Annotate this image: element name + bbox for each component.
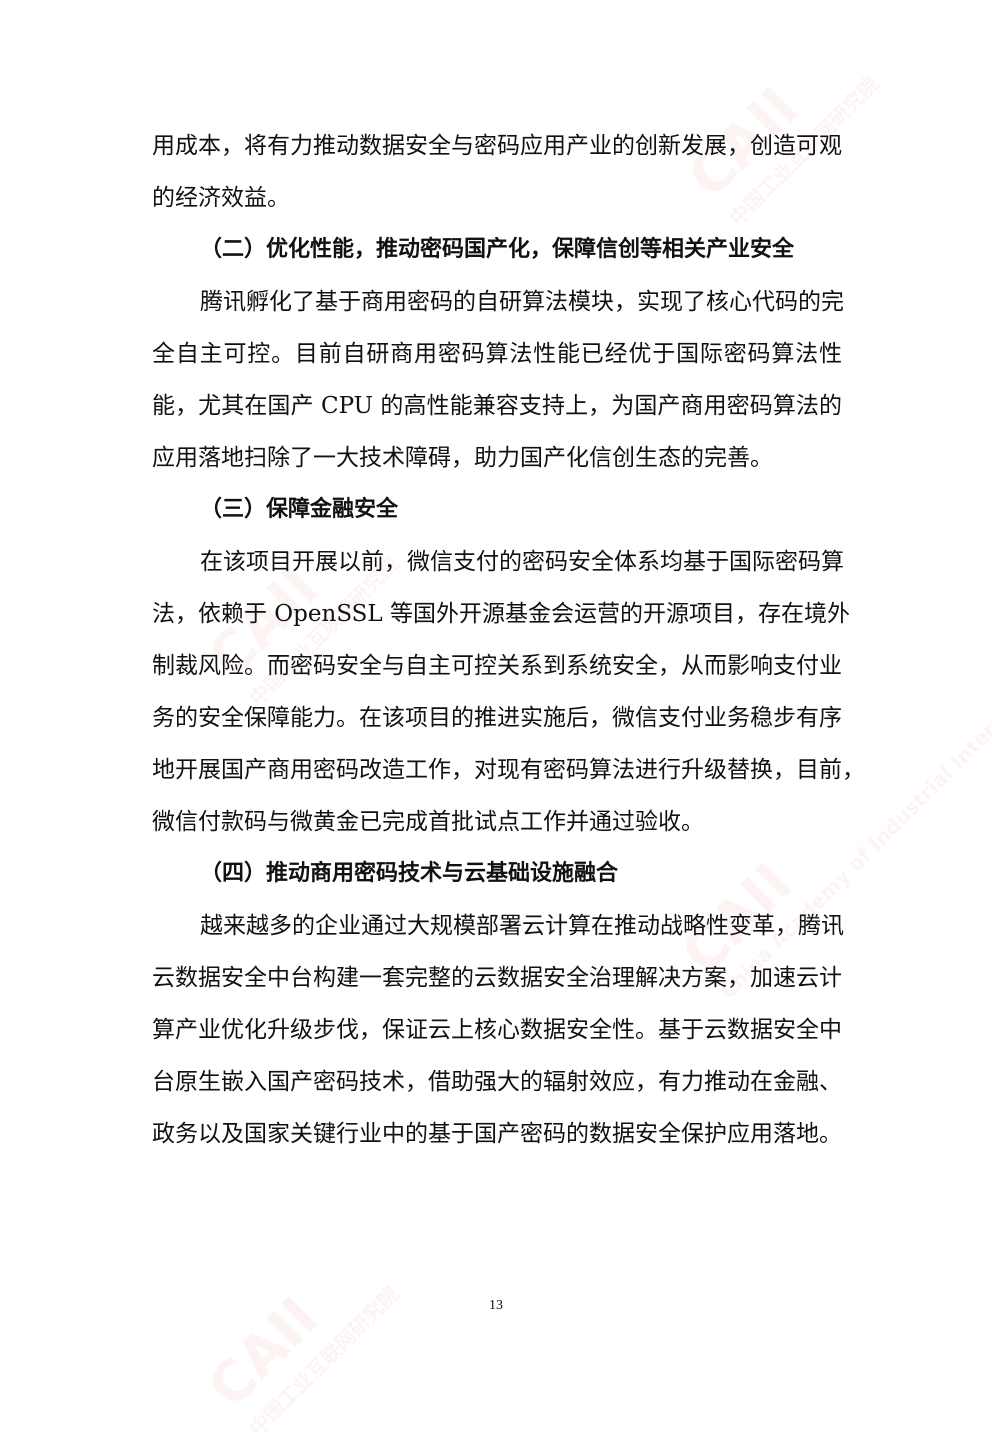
- section-heading: （三）保障金融安全: [200, 497, 399, 522]
- paragraph-line: 的经济效益。: [152, 185, 290, 211]
- paragraph-line: 越来越多的企业通过大规模部署云计算在推动战略性变革，腾讯: [200, 913, 844, 939]
- paragraph-line: 腾讯孵化了基于商用密码的自研算法模块，实现了核心代码的完: [200, 289, 844, 315]
- paragraph-line: 云数据安全中台构建一套完整的云数据安全治理解决方案，加速云计: [152, 965, 842, 991]
- section-heading: （二）优化性能，推动密码国产化，保障信创等相关产业安全: [200, 237, 795, 262]
- paragraph-line: 制裁风险。而密码安全与自主可控关系到系统安全，从而影响支付业: [152, 653, 842, 679]
- paragraph-line: 政务以及国家关键行业中的基于国产密码的数据安全保护应用落地。: [152, 1121, 842, 1147]
- paragraph-line: 算产业优化升级步伐，保证云上核心数据安全性。基于云数据安全中: [152, 1017, 842, 1043]
- section-heading: （四）推动商用密码技术与云基础设施融合: [200, 861, 619, 886]
- paragraph-line: 在该项目开展以前，微信支付的密码安全体系均基于国际密码算: [200, 549, 844, 575]
- paragraph-line: 地开展国产商用密码改造工作，对现有密码算法进行升级替换，目前，: [152, 757, 865, 783]
- paragraph-line: 应用落地扫除了一大技术障碍，助力国产化信创生态的完善。: [152, 445, 773, 471]
- paragraph-line: 台原生嵌入国产密码技术，借助强大的辐射效应，有力推动在金融、: [152, 1069, 842, 1095]
- document-body: 用成本，将有力推动数据安全与密码应用产业的创新发展，创造可观的经济效益。 （二）优…: [152, 120, 865, 1160]
- watermark-logo: CAII: [196, 1285, 332, 1421]
- paragraph-line: 用成本，将有力推动数据安全与密码应用产业的创新发展，创造可观: [152, 133, 842, 159]
- page-number: 13: [489, 1298, 503, 1313]
- paragraph-line: 全自主可控。目前自研商用密码算法性能已经优于国际密码算法性: [152, 341, 842, 367]
- watermark: CAII 中国工业互联网研究院: [196, 1233, 404, 1441]
- paragraph-line: 法，依赖于 OpenSSL 等国外开源基金会运营的开源项目，存在境外: [152, 601, 851, 627]
- paragraph-line: 能，尤其在国产 CPU 的高性能兼容支持上，为国产商用密码算法的: [152, 393, 842, 419]
- paragraph-line: 微信付款码与微黄金已完成首批试点工作并通过验收。: [152, 809, 704, 835]
- paragraph-line: 务的安全保障能力。在该项目的推进实施后，微信支付业务稳步有序: [152, 705, 842, 731]
